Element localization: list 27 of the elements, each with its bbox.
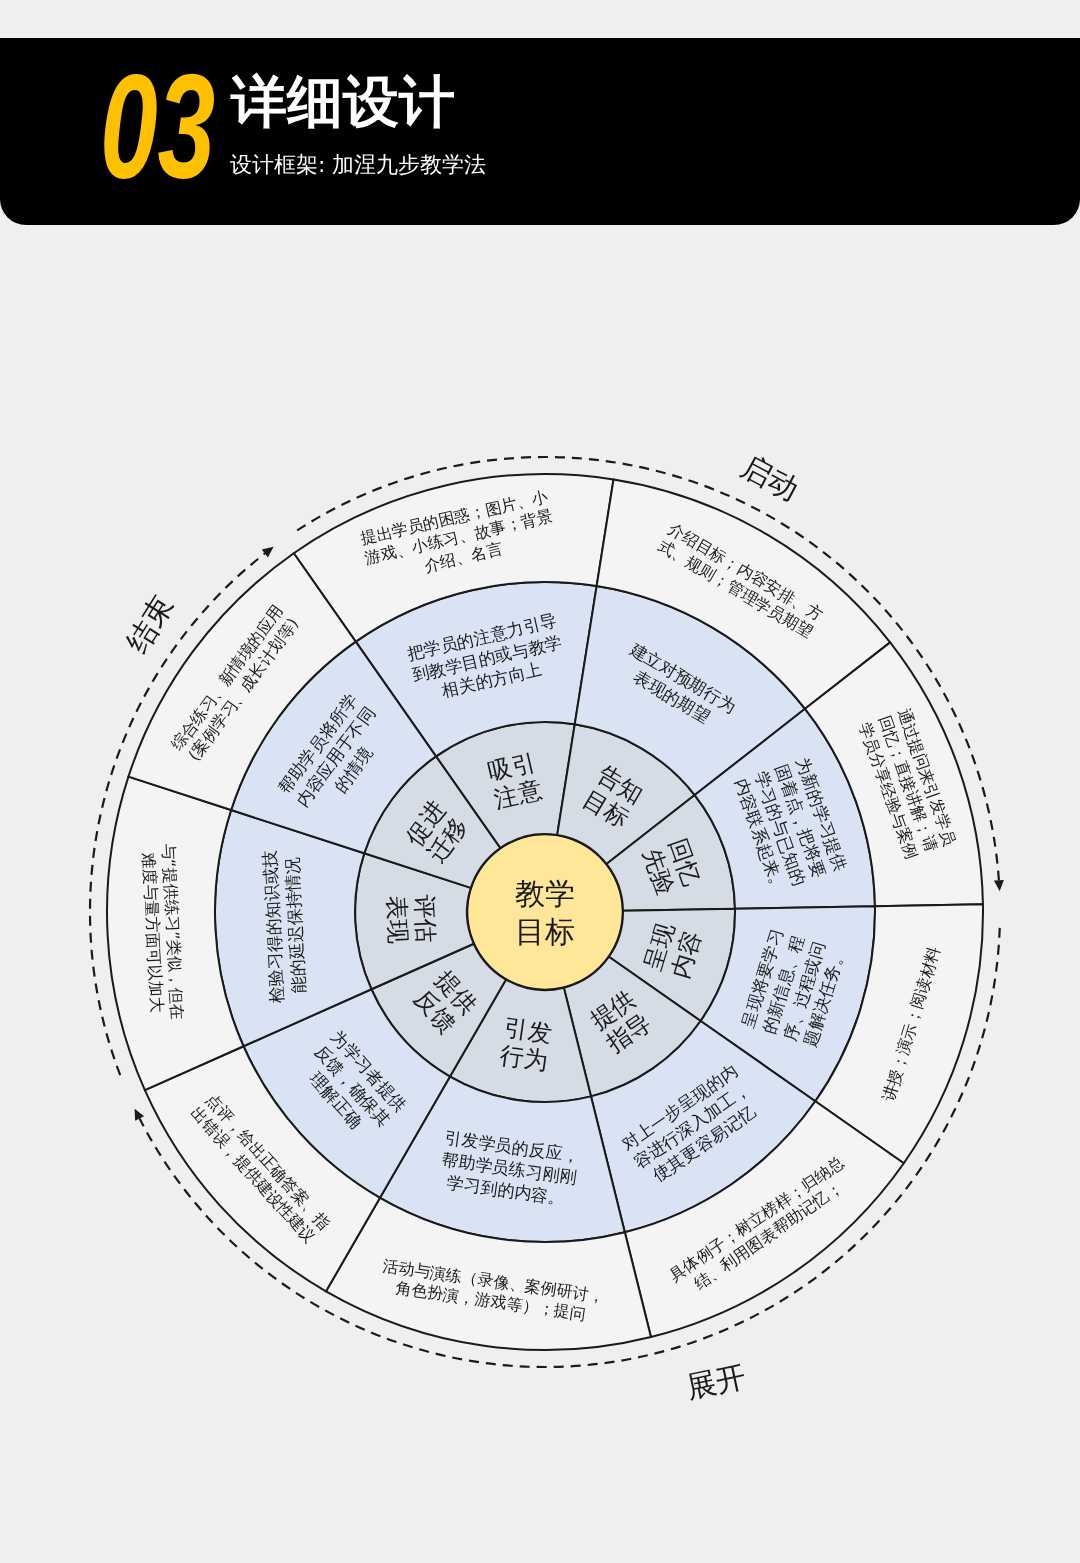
phase-label: 结束	[121, 590, 179, 658]
step-description: 检验习得的知识或技能的延迟保持情况	[259, 848, 310, 1006]
center-label: 教学目标	[514, 874, 576, 950]
step-description: 呈现将要学习的新信息、程序、过程或问题解决任务。	[736, 925, 850, 1051]
step-description: 引发学员的反应，帮助学员练习刚刚学习到的内容。	[439, 1127, 582, 1211]
page-title: 详细设计	[231, 74, 455, 130]
step-name: 吸引注意	[484, 748, 546, 815]
step-name: 呈现内容	[638, 918, 708, 985]
step-example: 活动与演练（录像、案例研讨，角色扮演，游戏等）；提问	[379, 1256, 607, 1327]
step-example: 讲授；演示；阅读材料	[878, 943, 945, 1106]
step-name: 评估表现	[381, 892, 441, 947]
phase-label: 展开	[683, 1361, 749, 1403]
step-name: 促进迁移	[399, 795, 476, 870]
step-name: 引发行为	[497, 1013, 556, 1077]
phase-label: 启动	[736, 450, 804, 506]
step-name: 提供指导	[584, 984, 658, 1061]
step-name: 告知目标	[577, 758, 650, 835]
page-subtitle: 设计框架: 加涅九步教学法	[230, 154, 487, 176]
section-number: 03	[100, 53, 216, 201]
step-example: 与“提供练习”类似，但在难度与量方面可以加大	[137, 841, 187, 1023]
step-description: 为新的学习提供固着点，把将要学习的与已知的内容联系起来。	[729, 753, 852, 898]
step-description: 把学员的注意力引导到教学目的或与教学相关的方向上	[403, 609, 565, 703]
step-description: 帮助学员将所学内容应用于不同的情境	[273, 689, 380, 813]
step-example: 提出学员的困惑；图片、小游戏、小练习、故事；背景介绍、名言	[357, 485, 556, 578]
step-name: 回忆先验	[635, 834, 707, 902]
step-example: 通过提问来引发学员回忆；直接讲解；请学员分享经验与案例	[854, 704, 961, 864]
step-description: 对上一步呈现的内容进行深入加工，使其更容易记忆	[616, 1059, 760, 1188]
